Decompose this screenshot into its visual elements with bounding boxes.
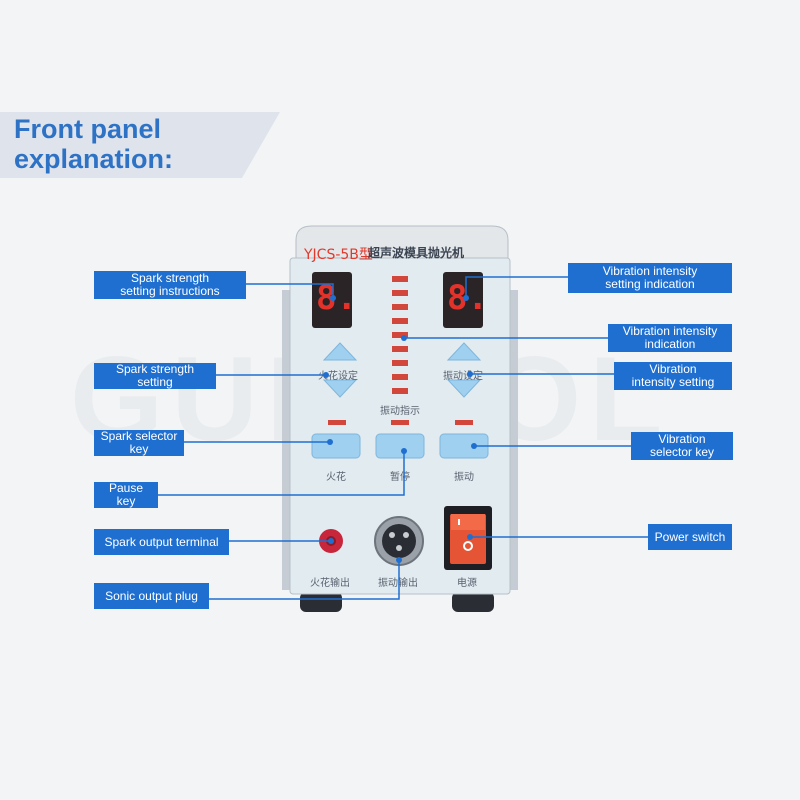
spark-led — [328, 420, 346, 425]
label-spark-selector-key: Spark selector key — [94, 430, 184, 456]
vibration-down-arrow — [446, 379, 482, 398]
vibration-indicator-text: 振动指示 — [380, 406, 420, 417]
spark-set-text: 火花设定 — [318, 371, 358, 382]
vibration-led — [455, 420, 473, 425]
vibration-set-text: 振动设定 — [443, 371, 483, 382]
label-power-switch: Power switch — [648, 524, 732, 550]
label-vibration-intensity-indication: Vibration intensity indication — [608, 324, 732, 352]
side-plate-right — [508, 290, 518, 590]
device-name: 超声波模具抛光机 — [368, 246, 465, 260]
label-spark-strength-setting: Spark strength setting — [94, 363, 216, 389]
vibration-output-text: 振动输出 — [378, 578, 418, 589]
vibration-bar-indicator — [392, 276, 408, 394]
pause-key-text: 暂停 — [390, 472, 410, 483]
device-model: YJCS-5B型 — [304, 247, 373, 263]
label-sonic-output-plug: Sonic output plug — [94, 583, 209, 609]
label-pause-key: Pause key — [94, 482, 158, 508]
vibration-key-text: 振动 — [454, 472, 474, 483]
foot-left — [300, 592, 342, 612]
spark-down-arrow — [322, 379, 358, 398]
title-band — [0, 112, 280, 178]
spark-key-text: 火花 — [326, 472, 346, 483]
label-vibration-intensity-setting: Vibration intensity setting — [614, 362, 732, 390]
label-spark-strength-instructions: Spark strength setting instructions — [94, 271, 246, 299]
vibration-up-arrow — [446, 342, 482, 361]
label-spark-output-terminal: Spark output terminal — [94, 529, 229, 555]
label-vibration-intensity-setting-indication: Vibration intensity setting indication — [568, 263, 732, 293]
page-title: Front panel explanation: — [14, 114, 174, 174]
top-cover — [295, 225, 509, 263]
label-vibration-selector-key: Vibration selector key — [631, 432, 733, 460]
foot-right — [452, 592, 494, 612]
vibration-display — [443, 272, 483, 328]
spark-up-arrow — [322, 342, 358, 361]
side-plate-left — [282, 290, 292, 590]
spark-key — [311, 433, 361, 459]
power-text: 电源 — [457, 578, 477, 589]
pause-key — [375, 433, 425, 459]
spark-output-text: 火花输出 — [310, 578, 350, 589]
pause-led — [391, 420, 409, 425]
